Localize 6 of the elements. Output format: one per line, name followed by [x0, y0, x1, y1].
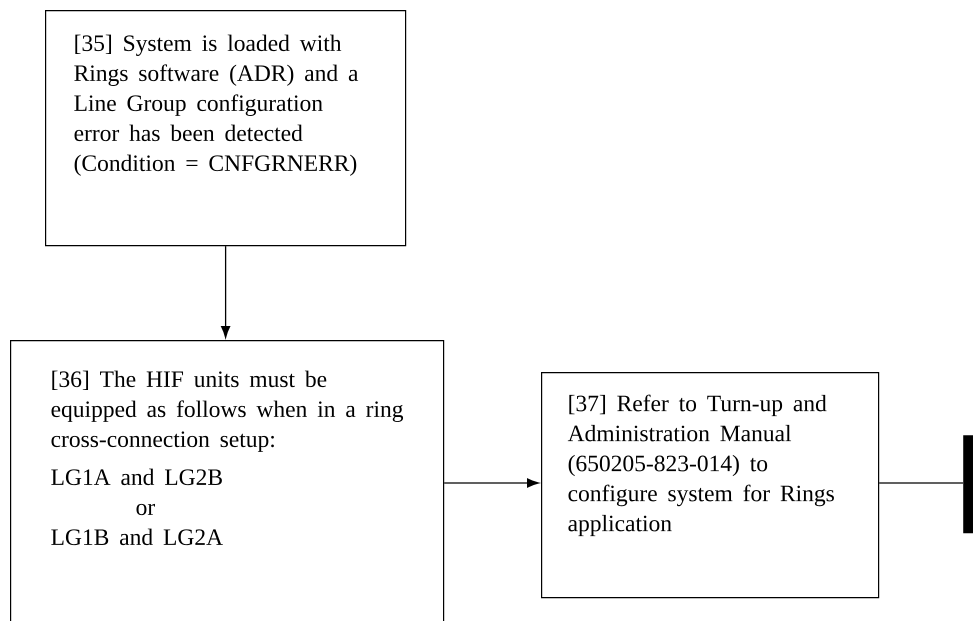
process-box: [35] System is loaded with Rings software (ADR) and a Line Group configuration error has been detected (Condition = CNFGRNERR) — [45, 10, 406, 246]
arrow — [444, 478, 539, 488]
box-edge — [963, 435, 973, 534]
arrow — [221, 246, 230, 338]
process-box: [36] The HIF units must be equipped as follows when in a ring cross-connection setup: LG1A and LG2B or LG1B and LG2A — [10, 340, 444, 621]
process-box: [37] Refer to Turn-up and Administration Manual (650205-823-014) to configure system for Rings application — [541, 372, 880, 598]
